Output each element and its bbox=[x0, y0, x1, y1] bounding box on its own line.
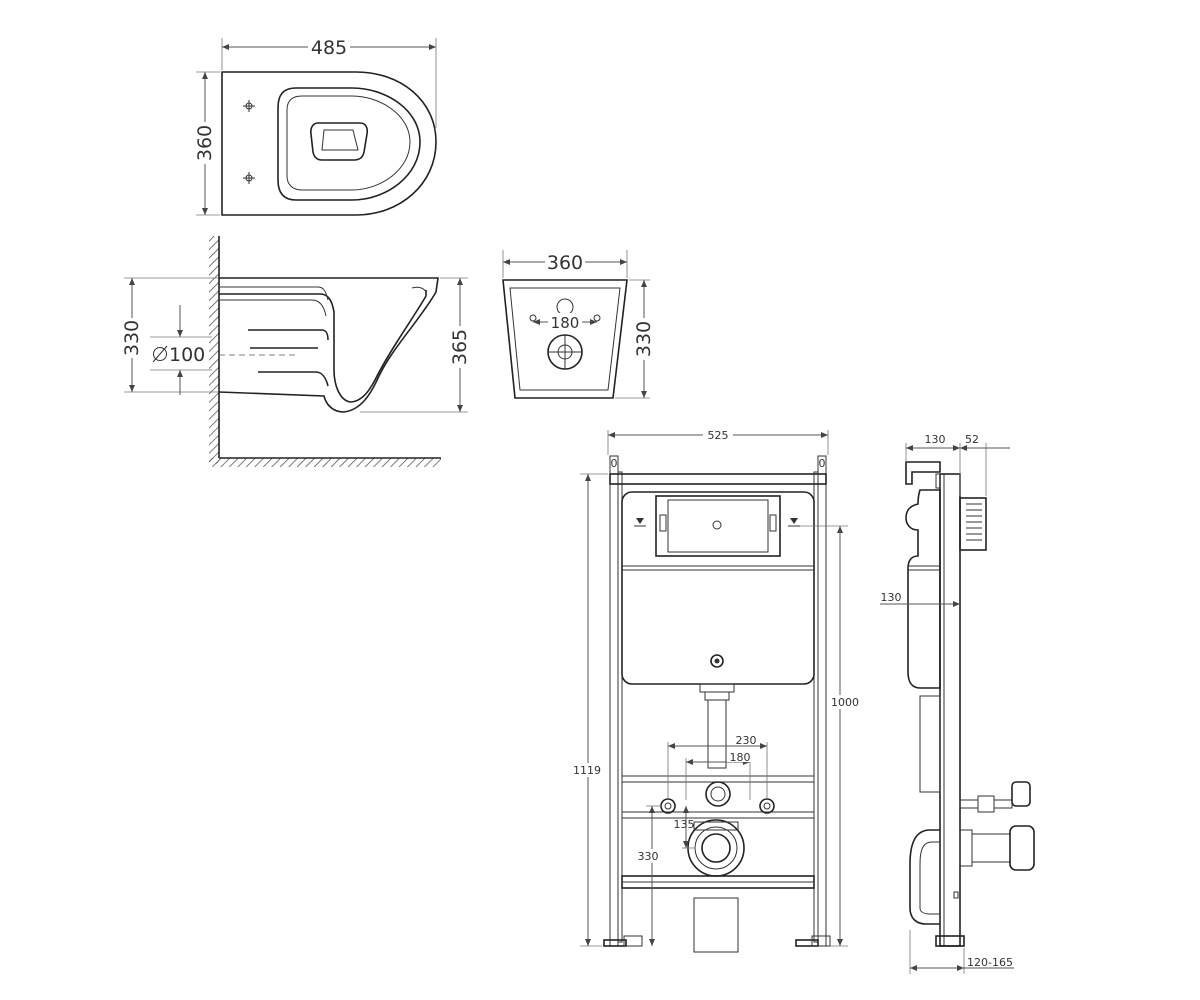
water-level-icon bbox=[788, 518, 800, 527]
front-view: 180 360 330 bbox=[502, 250, 656, 399]
frame-front-view: 0 0 bbox=[570, 427, 862, 953]
profile-depth-label: 130 bbox=[925, 433, 946, 446]
frame-total-height-label: 1119 bbox=[573, 764, 601, 777]
top-view: 485 360 bbox=[193, 36, 437, 216]
frame-side-view: 130 52 130 120-165 bbox=[878, 432, 1035, 974]
inlet-connector-icon bbox=[705, 781, 731, 807]
flush-plate-module bbox=[959, 497, 987, 551]
side-height-label: 330 bbox=[121, 320, 143, 356]
front-hole-spacing-label: 180 bbox=[551, 314, 580, 332]
flush-valve-icon bbox=[710, 654, 724, 668]
frame-mark-right: 0 bbox=[819, 457, 826, 470]
profile-flush-label: 52 bbox=[965, 433, 979, 446]
stud-bolt-icon bbox=[660, 798, 676, 814]
bolt-hole-icon bbox=[529, 314, 537, 322]
water-inlet-icon bbox=[556, 298, 574, 316]
drain-elbow bbox=[909, 829, 940, 925]
frame-mark-left: 0 bbox=[611, 457, 618, 470]
mounting-hole-icon bbox=[243, 172, 255, 184]
bolt-hole-icon bbox=[593, 314, 601, 322]
mounting-hole-icon bbox=[243, 100, 255, 112]
diameter-icon bbox=[152, 345, 168, 363]
side-outlet-label: 100 bbox=[169, 344, 205, 366]
stud-height-label: 330 bbox=[638, 850, 659, 863]
top-width-label: 485 bbox=[311, 37, 347, 59]
inlet-pipe-icon bbox=[959, 781, 1031, 813]
profile-cistern-depth-label: 130 bbox=[881, 591, 902, 604]
top-depth-label: 360 bbox=[194, 125, 216, 161]
stud-bolt-icon bbox=[759, 798, 775, 814]
drain-outlet-icon bbox=[547, 334, 583, 370]
profile-adjust-label: 120-165 bbox=[967, 956, 1013, 969]
front-width-label: 360 bbox=[547, 252, 583, 274]
stud-outer-label: 230 bbox=[736, 734, 757, 747]
side-view: 330 100 365 bbox=[120, 236, 472, 467]
drain-connector-icon bbox=[687, 819, 745, 877]
wall-hatch bbox=[209, 236, 219, 464]
side-total-height-label: 365 bbox=[449, 329, 471, 365]
cistern-profile bbox=[905, 489, 941, 689]
flush-plate-opening bbox=[655, 495, 781, 557]
drain-outlet-connector-icon bbox=[959, 825, 1035, 871]
flush-pipe bbox=[707, 699, 727, 769]
front-height-label: 330 bbox=[633, 321, 655, 357]
floor-hatch bbox=[209, 458, 441, 467]
frame-height-label: 1000 bbox=[831, 696, 859, 709]
frame-width-label: 525 bbox=[708, 429, 729, 442]
water-level-icon bbox=[634, 518, 646, 527]
stud-inner-label: 180 bbox=[730, 751, 751, 764]
drain-offset-label: 135 bbox=[674, 818, 695, 831]
